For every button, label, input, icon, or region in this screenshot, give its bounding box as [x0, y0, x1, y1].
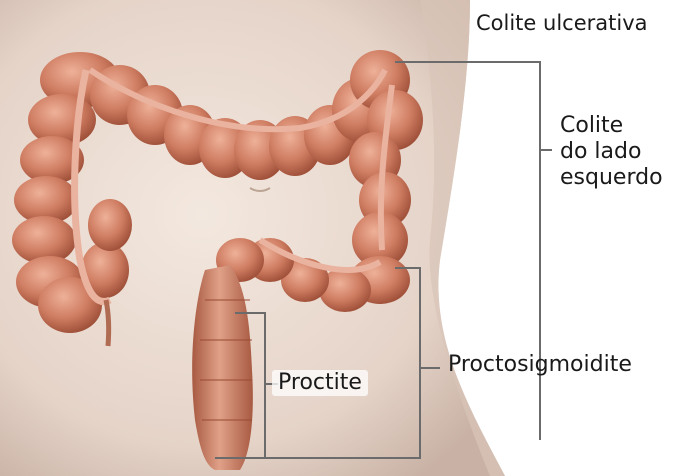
title-label: Colite ulcerativa	[476, 10, 648, 36]
left-colitis-line-1: Colite	[560, 113, 663, 139]
left-colitis-line-3: esquerdo	[560, 165, 663, 191]
proctosigmoiditis-label: Proctosigmoidite	[448, 352, 632, 378]
left-colitis-label: Colite do lado esquerdo	[560, 113, 663, 191]
proctitis-label: Proctite	[272, 370, 368, 396]
left-colitis-line-2: do lado	[560, 139, 663, 165]
